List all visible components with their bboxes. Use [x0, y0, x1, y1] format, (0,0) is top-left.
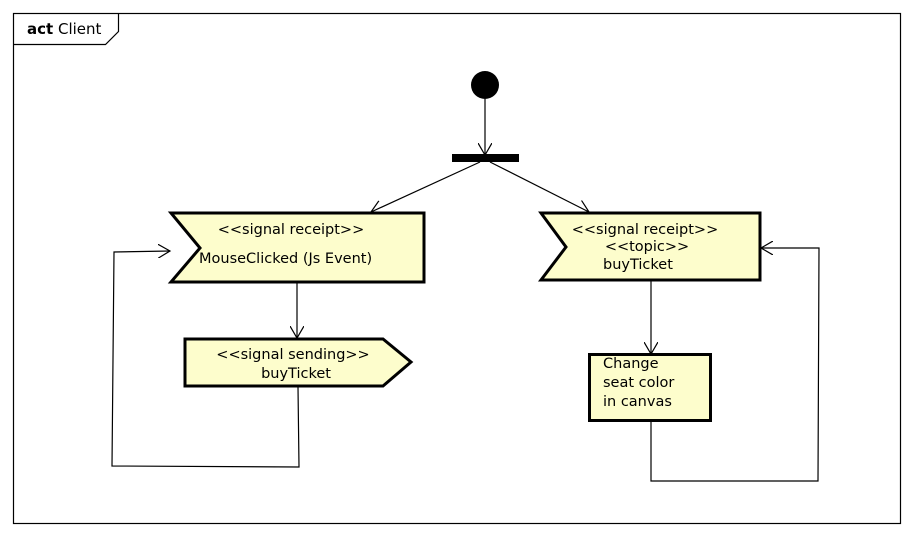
send-signal-stereotype: <<signal sending>>: [216, 347, 370, 363]
mouse-clicked-stereotype: <<signal receipt>>: [217, 222, 365, 238]
accept-event-receive-buy-ticket[interactable]: [537, 211, 762, 282]
edge-fork-to-mouse-clicked: [371, 161, 481, 212]
send-signal-buy-ticket[interactable]: [183, 337, 414, 388]
action-line-2: seat color: [603, 375, 675, 391]
action-line-1: Change: [603, 356, 659, 372]
mouse-clicked-name: MouseClicked (Js Event): [199, 251, 373, 267]
frame-keyword: act: [27, 20, 54, 38]
receive-name: buyTicket: [603, 257, 673, 273]
fork-bar[interactable]: [452, 154, 519, 162]
action-change-seat-color[interactable]: [588, 353, 712, 422]
edge-fork-to-receive-buy-ticket: [489, 161, 589, 212]
accept-event-mouse-clicked[interactable]: [167, 211, 426, 284]
action-line-3: in canvas: [603, 394, 672, 410]
initial-node[interactable]: [471, 71, 499, 99]
frame-title: act Client: [27, 20, 101, 38]
frame-title-tab: [13, 13, 120, 46]
edge-send-to-mouse-clicked: [111, 251, 300, 468]
diagram-frame: [12, 12, 902, 525]
edge-change-to-receive: [650, 248, 820, 482]
receive-topic-stereotype: <<topic>>: [604, 239, 690, 255]
send-signal-name: buyTicket: [261, 366, 331, 382]
frame-name: Client: [57, 20, 102, 38]
receive-stereotype: <<signal receipt>>: [571, 222, 719, 238]
